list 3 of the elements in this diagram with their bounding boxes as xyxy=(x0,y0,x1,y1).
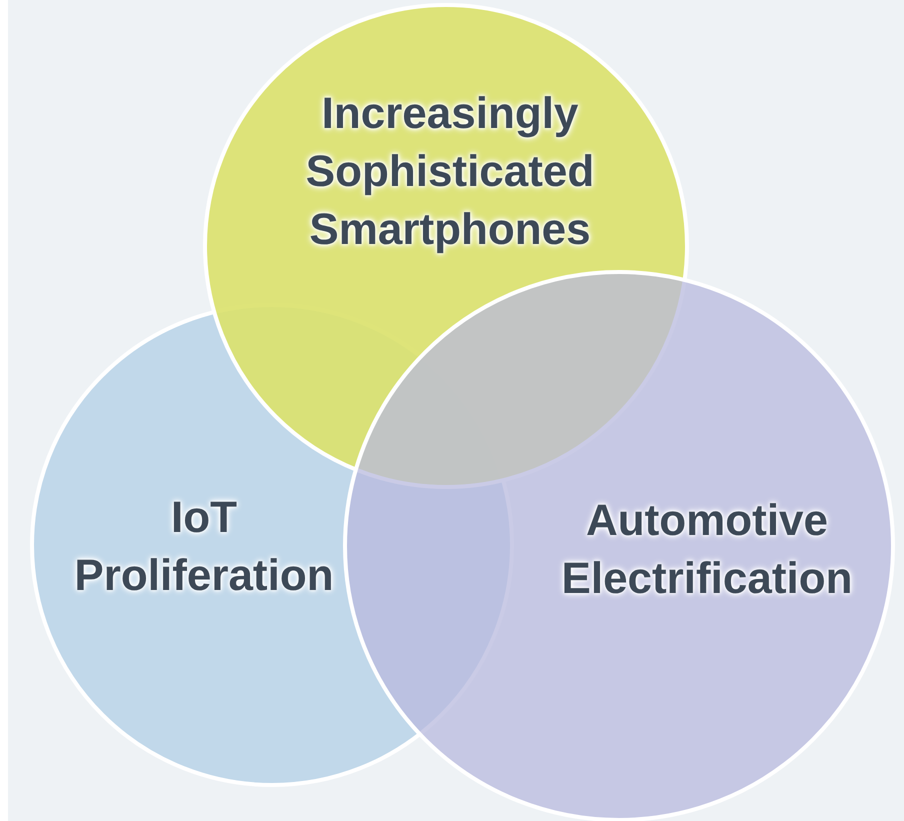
circle-label: Increasingly Sophisticated Smartphones xyxy=(304,88,596,256)
circle-label: Automotive Electrification xyxy=(560,495,854,605)
circle-label: IoT Proliferation xyxy=(73,492,335,602)
